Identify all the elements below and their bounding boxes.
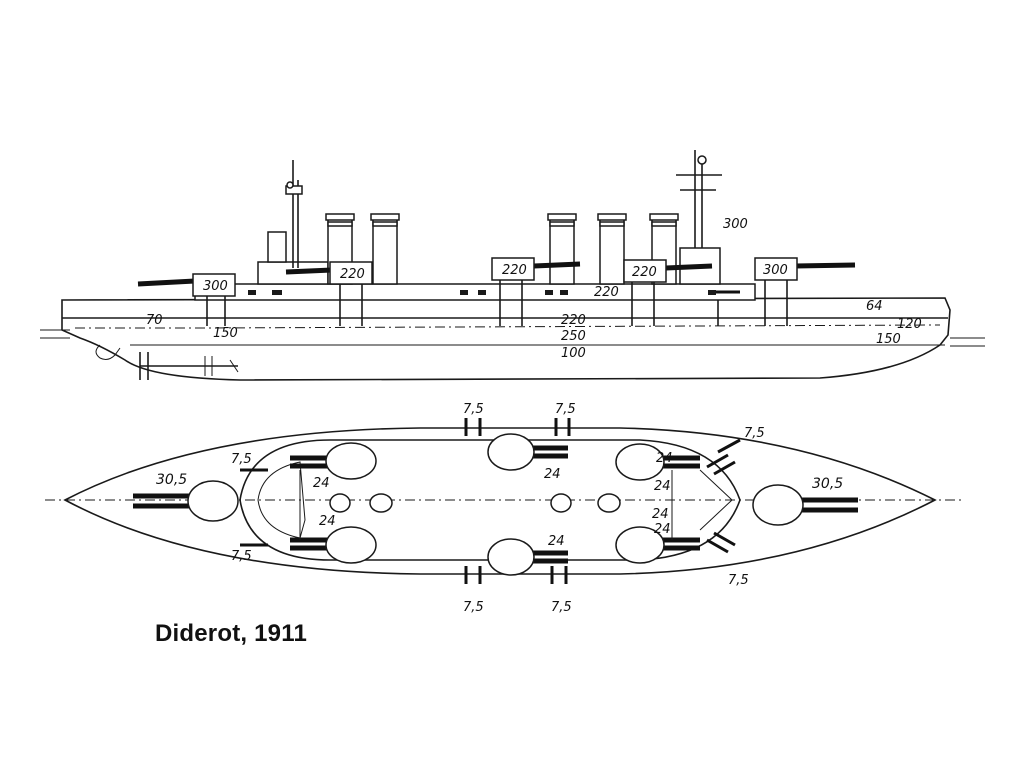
main-gun-aft: 30,5 <box>752 476 858 526</box>
label-stern-mid: 120 <box>897 317 922 332</box>
label-secondary-turret-2: 220 <box>502 263 527 278</box>
label-main-turret-aft: 300 <box>763 263 788 278</box>
figure-caption: Diderot, 1911 <box>155 620 308 647</box>
label-bow-belt: 70 <box>146 313 163 328</box>
label-bow-belt-low: 150 <box>213 326 238 341</box>
sec-aft-stbd <box>615 526 700 564</box>
label-sec-small-1: 24 <box>656 451 673 466</box>
label-sec-small-2: 24 <box>652 507 669 522</box>
label-mast-aft: 300 <box>723 217 748 232</box>
main-gun-fore: 30,5 <box>133 472 239 522</box>
label-sec-aft-stbd: 24 <box>654 522 671 537</box>
casemate-details <box>248 290 740 326</box>
label-main-turret-fore: 300 <box>203 279 228 294</box>
profile-view: 300 300 220 220 <box>40 150 985 381</box>
label-sec-aft-port: 24 <box>654 479 671 494</box>
label-main-gun-fore: 30,5 <box>156 472 187 488</box>
waterline <box>40 329 985 347</box>
secondary-turret-1: 220 <box>285 261 373 326</box>
main-turret-fore: 300 <box>137 273 236 326</box>
label-tert-fwd-top: 7,5 <box>231 452 252 467</box>
label-main-gun-aft: 30,5 <box>812 476 843 492</box>
tertiary-guns <box>240 418 741 584</box>
label-belt-lower: 100 <box>561 346 586 361</box>
plan-view: 30,5 30,5 24 24 24 <box>45 402 965 615</box>
label-belt-main: 250 <box>561 329 586 344</box>
sec-fwd-port: 24 <box>290 442 377 491</box>
label-tert-top-3: 7,5 <box>744 426 765 441</box>
label-stern-upper: 64 <box>866 299 883 314</box>
label-secondary-turret-3: 220 <box>632 265 657 280</box>
label-sec-mid-stbd: 24 <box>548 534 565 549</box>
label-casemate: 220 <box>594 285 619 300</box>
sec-mid-stbd: 24 <box>487 534 568 576</box>
funnels <box>325 213 679 285</box>
rudder-propeller <box>95 344 239 380</box>
label-sec-fwd-stbd: 24 <box>319 514 336 529</box>
hull-outline <box>61 297 951 381</box>
label-stern-low: 150 <box>876 332 901 347</box>
plan-hull-outline <box>63 427 937 575</box>
label-secondary-turret-1: 220 <box>340 267 365 282</box>
sec-fwd-stbd: 24 <box>290 514 377 564</box>
label-tert-bot-1: 7,5 <box>463 600 484 615</box>
sec-mid-port: 24 <box>487 433 568 482</box>
sec-aft-port <box>615 443 700 481</box>
label-tert-fwd-bot: 7,5 <box>231 549 252 564</box>
label-tert-aft-bot: 7,5 <box>728 573 749 588</box>
secondary-turret-3: 220 <box>623 259 713 326</box>
label-belt-upper: 220 <box>561 313 586 328</box>
secondary-turret-2: 220 <box>491 257 581 326</box>
deck-fittings <box>299 470 673 540</box>
label-tert-top-1: 7,5 <box>463 402 484 417</box>
label-tert-top-2: 7,5 <box>555 402 576 417</box>
label-tert-bot-2: 7,5 <box>551 600 572 615</box>
label-sec-fwd-port: 24 <box>313 476 330 491</box>
label-sec-mid-port: 24 <box>544 467 561 482</box>
fore-mast <box>285 160 303 268</box>
aft-mast <box>676 150 722 248</box>
main-turret-aft: 300 <box>754 257 856 326</box>
